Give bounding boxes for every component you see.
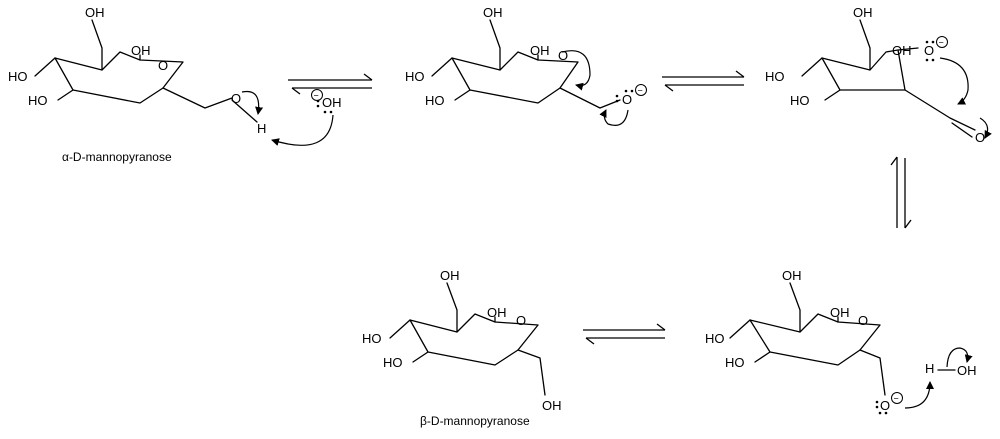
c6-hydroxyl-label: OH — [853, 5, 873, 20]
equilibrium-arrow-1 — [288, 73, 373, 95]
c2-hydroxyl-label: OH — [487, 305, 507, 320]
c3-hydroxyl-label: HO — [28, 93, 48, 108]
alkoxide-oxygen-label: O — [924, 43, 934, 58]
open-chain-aldehyde-structure: OH HO HO OH O − O — [765, 5, 992, 145]
anomeric-oxygen-label: O — [231, 91, 241, 106]
equilibrium-arrow-3 — [890, 156, 912, 229]
negative-charge-icon — [891, 392, 903, 404]
c4-hydroxyl-label: HO — [765, 69, 785, 84]
beta-caption: β-D-mannopyranose — [420, 414, 530, 428]
alpha-caption: α-D-mannopyranose — [62, 150, 172, 164]
c4-hydroxyl-label: HO — [362, 331, 382, 346]
svg-text:−: − — [638, 86, 643, 96]
water-hydrogen-label: H — [925, 361, 934, 376]
negative-charge-icon — [635, 84, 647, 96]
ring-oxygen-label: O — [516, 313, 526, 328]
alkoxide-oxygen-label: O — [622, 92, 632, 107]
c4-hydroxyl-label: HO — [405, 69, 425, 84]
svg-text:−: − — [894, 394, 899, 404]
hydroxide-ion: − OH — [271, 89, 342, 146]
ring-oxygen-label: O — [858, 313, 868, 328]
water-hydroxyl-label: OH — [957, 363, 977, 378]
hydroxide-label: OH — [322, 95, 342, 110]
c3-hydroxyl-label: HO — [790, 93, 810, 108]
alkoxide-oxygen-label: O — [880, 398, 890, 413]
ring-oxygen-label: O — [558, 48, 568, 63]
c2-hydroxyl-label: OH — [131, 43, 151, 58]
c2-hydroxyl-label: OH — [530, 43, 550, 58]
anomeric-hydroxyl-label: OH — [542, 398, 562, 413]
c6-hydroxyl-label: OH — [85, 5, 105, 20]
svg-text:−: − — [939, 38, 944, 48]
anomeric-hydrogen-label: H — [257, 121, 266, 136]
c6-hydroxyl-label: OH — [483, 5, 503, 20]
carbonyl-oxygen-label: O — [975, 130, 985, 145]
beta-mannopyranose-structure: OH HO HO OH O OH β-D-mannopyranose — [362, 268, 562, 428]
c2-hydroxyl-label: OH — [892, 43, 912, 58]
c6-hydroxyl-label: OH — [440, 268, 460, 283]
c3-hydroxyl-label: HO — [725, 355, 745, 370]
equilibrium-arrow-4 — [583, 323, 666, 345]
alpha-mannopyranose-structure: OH HO HO OH O O H α-D-mannopyranose — [8, 5, 266, 164]
c3-hydroxyl-label: HO — [425, 93, 445, 108]
equilibrium-arrow-2 — [662, 70, 745, 92]
alkoxide-intermediate-structure: OH HO HO OH O O − — [405, 5, 647, 126]
c4-hydroxyl-label: HO — [8, 69, 28, 84]
beta-alkoxide-structure: OH HO HO OH O O − H OH — [705, 268, 977, 415]
c4-hydroxyl-label: HO — [705, 331, 725, 346]
negative-charge-icon — [936, 36, 948, 48]
svg-text:−: − — [314, 91, 319, 101]
ring-oxygen-label: O — [158, 58, 168, 73]
c2-hydroxyl-label: OH — [830, 305, 850, 320]
c6-hydroxyl-label: OH — [782, 268, 802, 283]
c3-hydroxyl-label: HO — [383, 355, 403, 370]
